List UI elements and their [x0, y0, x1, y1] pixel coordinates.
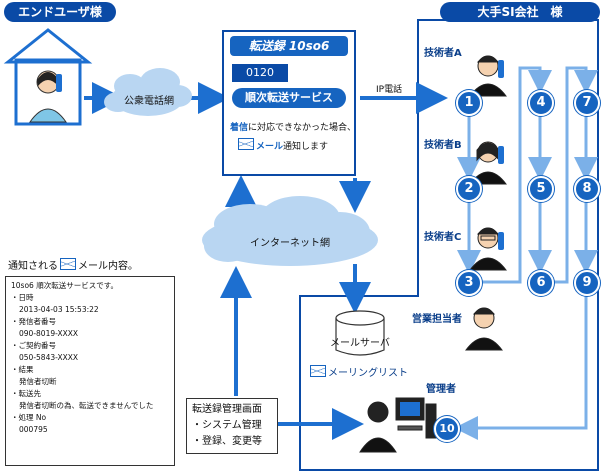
notice-line: 発信者切断 — [19, 377, 57, 386]
house-icon — [3, 28, 93, 126]
engineer-c-label: 技術者C — [424, 232, 462, 243]
admin-label: 管理者 — [426, 384, 456, 395]
service-note-1-highlight: 着信 — [230, 123, 249, 133]
service-note-2-highlight: メール — [256, 142, 284, 152]
notice-title-prefix: 通知される — [8, 261, 58, 272]
step-9: 9 — [574, 270, 600, 296]
admin-icon — [359, 397, 437, 453]
service-number: 0120 — [232, 64, 288, 82]
notice-title-suffix: メール内容。 — [78, 261, 138, 272]
management-item-2: ・登録、変更等 — [192, 436, 262, 447]
engineer-a-label: 技術者A — [424, 48, 462, 59]
service-note-2-rest: 通知します — [283, 142, 329, 152]
management-box: 転送録管理画面 ・システム管理 ・登録、変更等 — [186, 398, 278, 454]
notice-line: 10so6 順次転送サービスです。 — [11, 281, 118, 290]
engineer-c-icon — [468, 227, 508, 271]
service-name: 順次転送サービス — [232, 88, 346, 108]
company-header: 大手SI会社 様 — [440, 2, 600, 22]
service-box: 転送録 10so6 0120 順次転送サービス 着信に対応できなかった場合、 メ… — [222, 30, 356, 176]
notice-line: 2013-04-03 15:53:22 — [19, 305, 99, 314]
step-6: 6 — [528, 270, 554, 296]
step-8: 8 — [574, 176, 600, 202]
service-note-2: メール通知します — [238, 138, 328, 152]
step-3: 3 — [456, 270, 482, 296]
envelope-icon — [60, 258, 76, 270]
management-item-1: ・システム管理 — [192, 420, 262, 431]
step-2: 2 — [456, 176, 482, 202]
service-logo: 転送録 10so6 — [230, 36, 348, 56]
notice-box: 10so6 順次転送サービスです。 ・日時 2013-04-03 15:53:2… — [5, 276, 175, 466]
notice-line: 000795 — [19, 425, 48, 434]
engineer-b-label: 技術者B — [424, 140, 462, 151]
envelope-icon — [238, 138, 254, 150]
notice-line: ・処理 No — [11, 413, 47, 422]
notice-line: 050-5843-XXXX — [19, 353, 78, 362]
step-1: 1 — [456, 90, 482, 116]
step-5: 5 — [528, 176, 554, 202]
end-user-header: エンドユーザ様 — [4, 2, 116, 22]
sales-rep-label: 営業担当者 — [412, 314, 462, 325]
step-7: 7 — [574, 90, 600, 116]
envelope-icon — [310, 365, 326, 377]
management-title: 転送録管理画面 — [192, 404, 262, 415]
service-note-1-rest: に対応できなかった場合、 — [248, 123, 357, 133]
notice-line: 090-8019-XXXX — [19, 329, 78, 338]
sales-rep-icon — [464, 307, 504, 351]
notice-line: ・結果 — [11, 365, 34, 374]
mail-server-label: メールサーバ — [330, 338, 390, 349]
notice-line: ・日時 — [11, 293, 34, 302]
internet-label: インターネット網 — [250, 238, 330, 249]
phone-network-label: 公衆電話網 — [124, 96, 174, 107]
notice-line: 発信者切断の為、転送できませんでした — [19, 401, 154, 410]
notice-title: 通知される メール内容。 — [8, 257, 138, 272]
service-note-1: 着信に対応できなかった場合、 — [230, 120, 356, 133]
step-10: 10 — [434, 416, 460, 442]
mailing-list-text: メーリングリスト — [328, 368, 408, 379]
engineer-b-icon — [468, 141, 508, 185]
ip-phone-label: IP電話 — [376, 85, 403, 95]
step-4: 4 — [528, 90, 554, 116]
mail-server-icon — [335, 310, 385, 356]
engineer-a-icon — [468, 55, 508, 97]
notice-line: ・ご契約番号 — [11, 341, 56, 350]
notice-line: ・転送先 — [11, 389, 41, 398]
notice-line: ・発信者番号 — [11, 317, 56, 326]
mailing-list-label: メーリングリスト — [310, 364, 408, 379]
